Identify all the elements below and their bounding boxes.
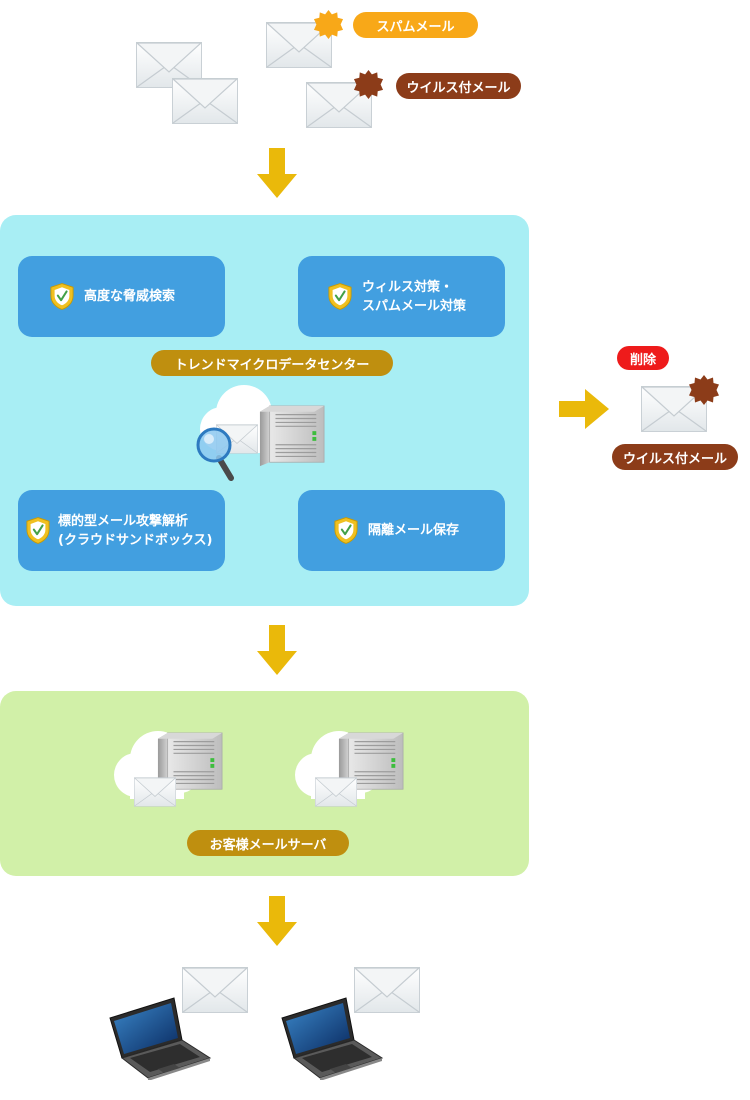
arrow-down-icon [257, 625, 297, 675]
spam-badge-icon [313, 9, 344, 40]
envelope-icon [182, 967, 248, 1013]
envelope-icon [172, 78, 238, 124]
virus-mail-label: ウイルス付メール [612, 444, 738, 470]
feature-label: 高度な脅威検索 [84, 289, 176, 304]
datacenter-label: トレンドマイクロデータセンター [151, 350, 393, 376]
feature-quarantine-storage: 隔離メール保存 [298, 490, 505, 571]
feature-label: スパムメール対策 [362, 298, 467, 314]
envelope-icon [354, 967, 420, 1013]
customer-server-label: お客様メールサーバ [187, 830, 349, 856]
feature-antivirus-antispam: ウィルス対策・ スパムメール対策 [298, 256, 505, 337]
envelope-icon [315, 777, 357, 807]
feature-label: 隔離メール保存 [368, 523, 460, 538]
shield-check-icon [50, 282, 74, 311]
feature-label: (クラウドサンドボックス) [58, 532, 213, 548]
server-icon [258, 403, 326, 469]
virus-badge-icon [688, 374, 720, 406]
shield-check-icon [328, 282, 352, 311]
virus-badge-icon [353, 69, 384, 100]
virus-mail-label: ウイルス付メール [396, 73, 521, 99]
shield-check-icon [26, 516, 50, 545]
envelope-icon [134, 777, 176, 807]
feature-label: 標的型メール攻撃解析 [58, 513, 189, 529]
magnifier-icon [196, 427, 234, 481]
feature-targeted-attack-analysis: 標的型メール攻撃解析 (クラウドサンドボックス) [18, 490, 225, 571]
delete-label: 削除 [617, 346, 669, 370]
shield-check-icon [334, 516, 358, 545]
feature-advanced-threat-search: 高度な脅威検索 [18, 256, 225, 337]
arrow-down-icon [257, 148, 297, 198]
arrow-right-icon [559, 389, 609, 429]
spam-mail-label: スパムメール [353, 12, 478, 38]
arrow-down-icon [257, 896, 297, 946]
feature-label: ウィルス対策・ [362, 279, 454, 295]
